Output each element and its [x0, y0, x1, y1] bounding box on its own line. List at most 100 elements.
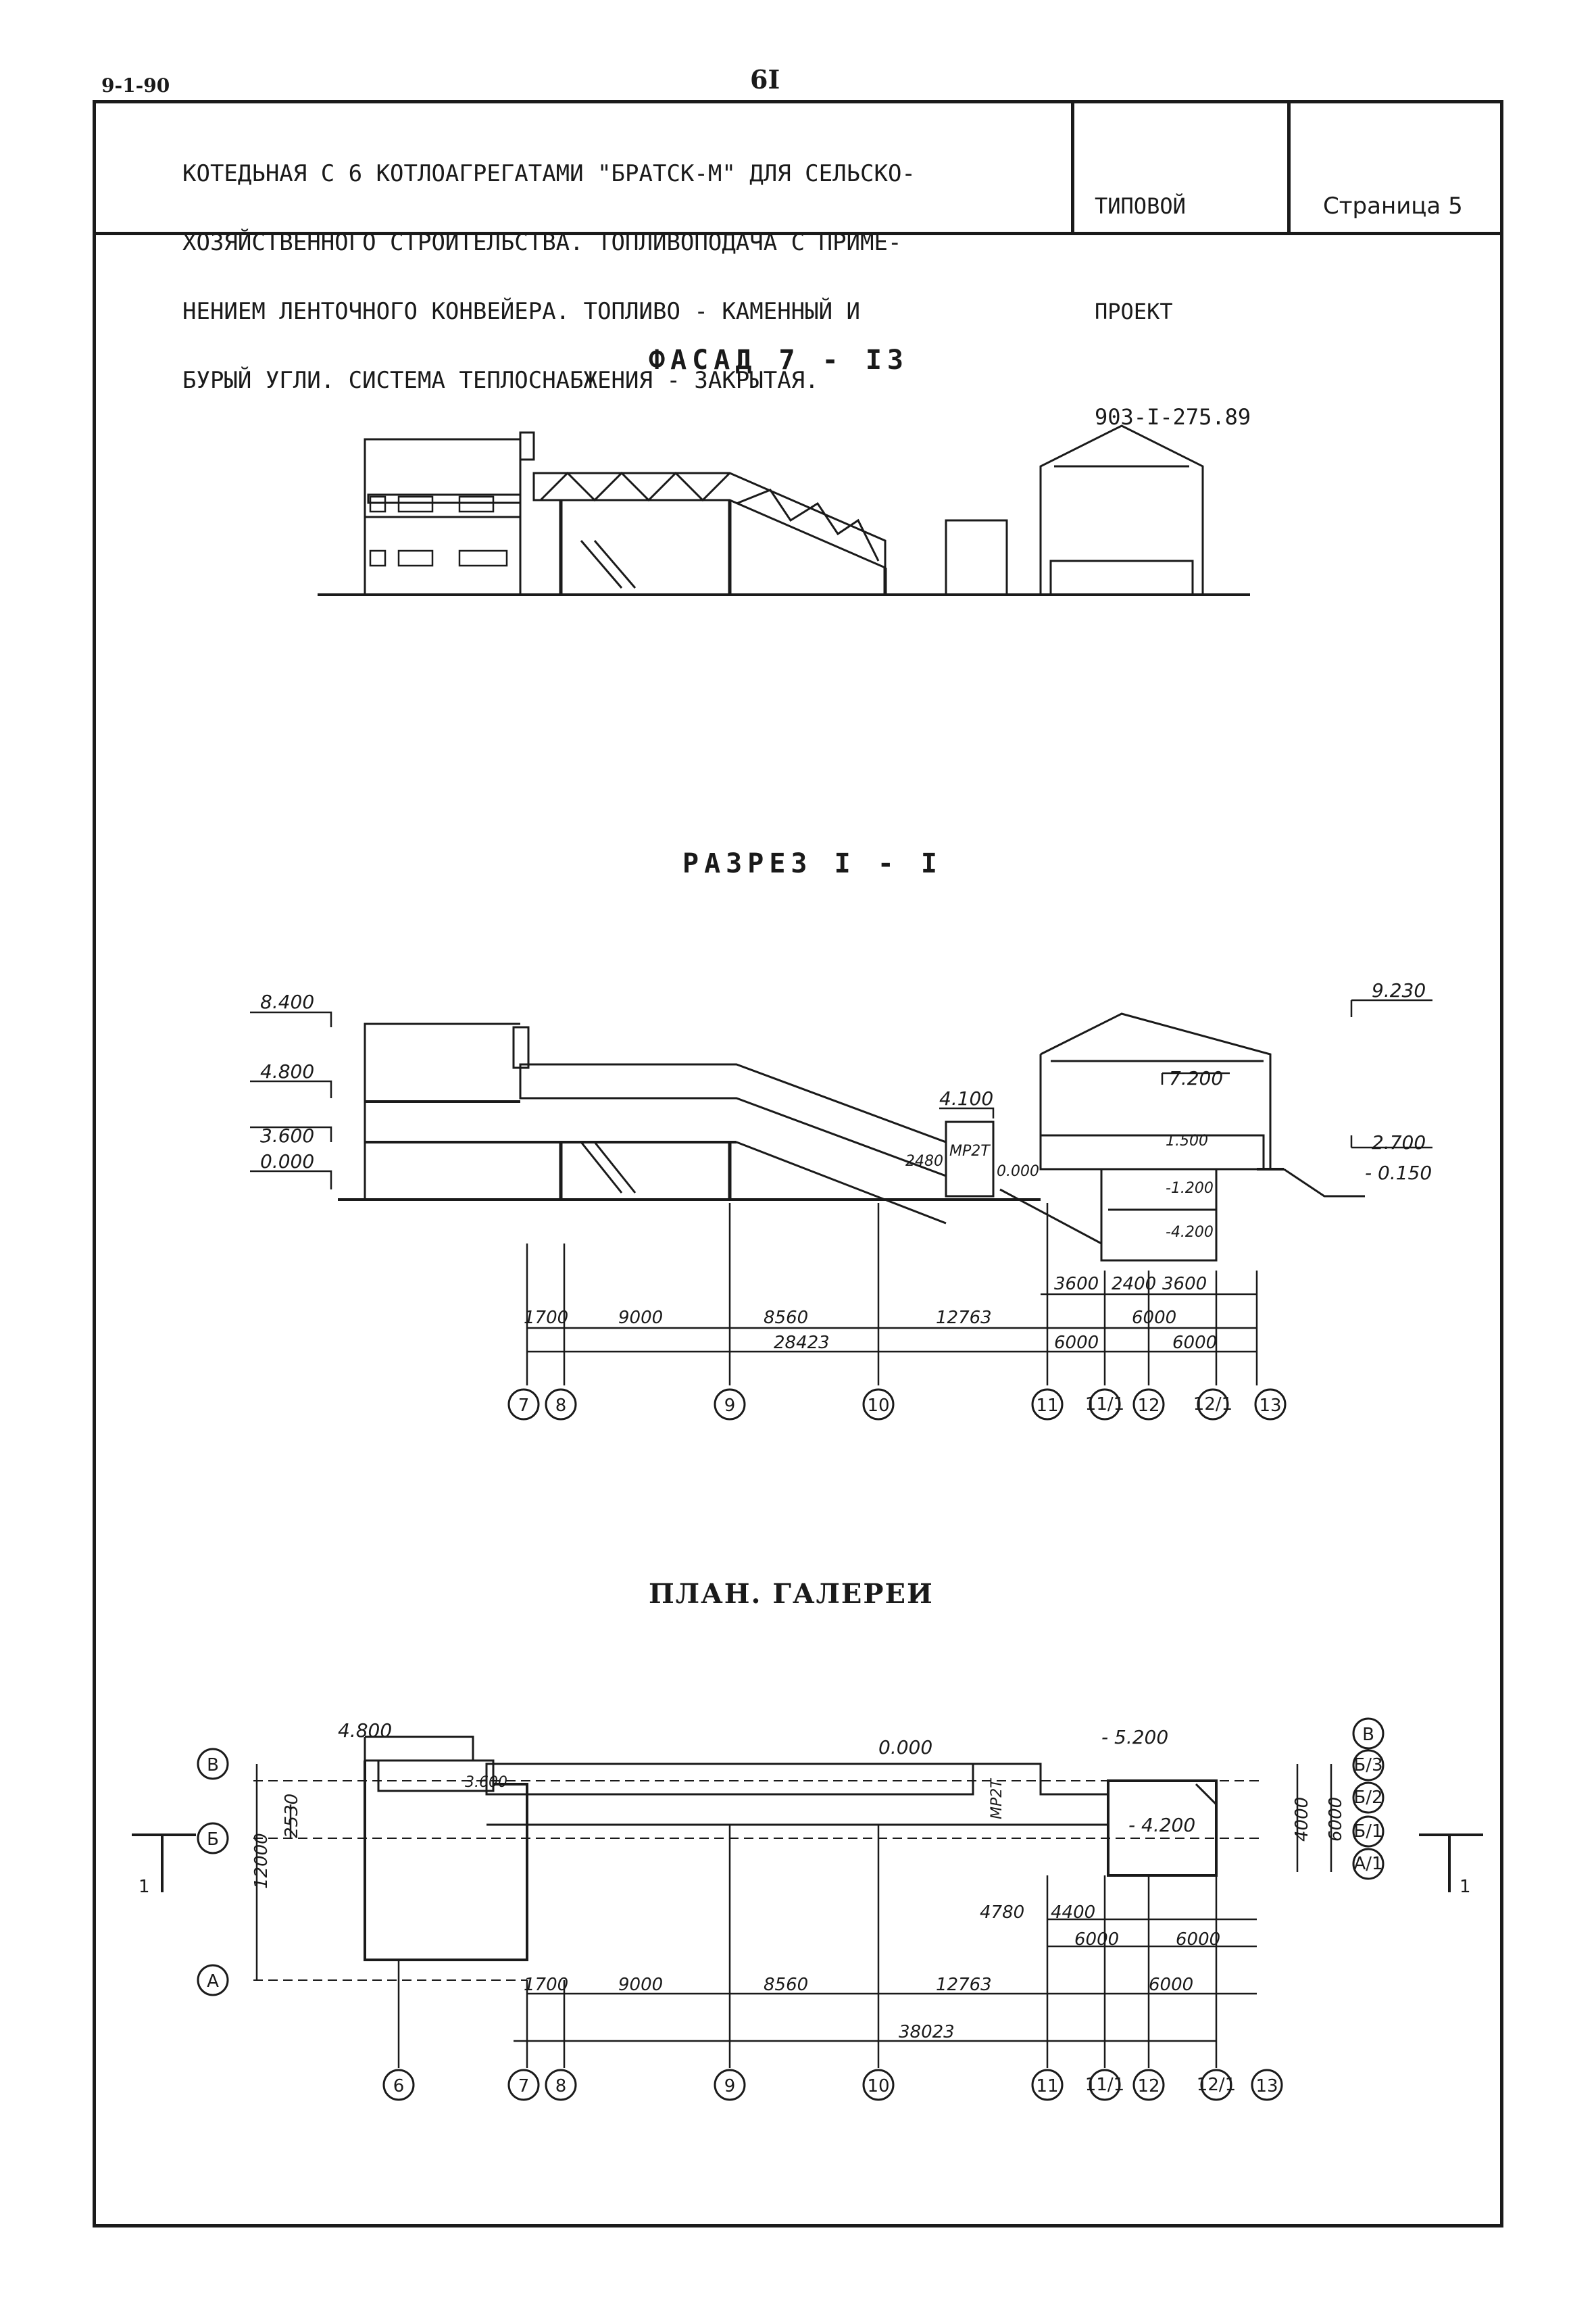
sheet-title-line: НЕНИЕМ ЛЕНТОЧНОГО КОНВЕЙЕРА. ТОПЛИВО - К… [182, 298, 861, 325]
right-building-base [1049, 560, 1194, 596]
sheet-title-line: ХОЗЯЙСТВЕННОГО СТРОИТЕЛЬСТВА. ТОПЛИВОПОД… [182, 229, 902, 256]
dimension: 1700 [524, 1975, 568, 1995]
project-kind: ПРОЕКТ [1095, 299, 1173, 324]
platform [1039, 1134, 1265, 1171]
dimension: 4400 [1051, 1902, 1095, 1923]
plan-row-axes [197, 1717, 1385, 1996]
dimension: 12763 [936, 1975, 992, 1995]
dimension: 6000 [1172, 1333, 1217, 1353]
axis-label: 8 [555, 2076, 567, 2096]
parapet [519, 431, 535, 461]
axis-label: 10 [867, 1396, 889, 1416]
dimension: 6000 [1176, 1929, 1220, 1950]
axis-label: 7 [518, 2076, 530, 2096]
right-building-section [1040, 1012, 1272, 1169]
facade-view [318, 424, 1250, 596]
drawing-frame [93, 100, 1503, 2227]
cornice [367, 493, 522, 504]
facade-title: ФАСАД 7 - I3 [649, 345, 909, 376]
sheet-code: 9-1-90 [101, 74, 170, 97]
dimension: 12000 [251, 1833, 272, 1889]
dimension: 8560 [764, 1308, 808, 1328]
page-number: 6I [750, 64, 780, 95]
axis-label: 11/1 [1085, 1394, 1124, 1414]
level-mark: 9.230 [1372, 979, 1426, 1002]
row-label: Б/2 [1353, 1788, 1382, 1808]
level-mark: 3.600 [465, 1774, 507, 1791]
transfer-unit [945, 1121, 995, 1198]
level-mark: 4.800 [260, 1060, 314, 1083]
dimension: 2400 [1112, 1274, 1156, 1294]
level-mark: 4.800 [338, 1719, 392, 1742]
plan-title: ПЛАН. ГАЛЕРЕИ [649, 1578, 934, 1610]
level-mark: 3.600 [260, 1125, 314, 1147]
axis-label: 9 [724, 2076, 736, 2096]
dimension: 3600 [1162, 1274, 1207, 1294]
dimension: 2530 [282, 1794, 302, 1838]
transfer-unit [945, 519, 1008, 596]
title-block-divider [1287, 100, 1291, 235]
plan-room [377, 1759, 495, 1792]
row-label: Б/3 [1353, 1755, 1382, 1775]
axis-label: 10 [867, 2076, 889, 2096]
axis-label: 8 [555, 1396, 567, 1416]
row-label: Б/1 [1353, 1821, 1382, 1842]
dimension: 9000 [618, 1308, 663, 1328]
dimension: 38023 [899, 2022, 955, 2042]
plan-view [132, 1736, 1483, 2068]
facade-windows [369, 495, 508, 567]
section-axes [507, 1388, 1287, 1421]
gallery-truss [532, 472, 887, 570]
dimension: 6000 [1132, 1308, 1176, 1328]
level-mark: 8.400 [260, 991, 314, 1013]
axis-label: 9 [724, 1396, 736, 1416]
axis-label: 6 [393, 2076, 405, 2096]
plan-axes [382, 2069, 1283, 2101]
level-mark: 7.200 [1169, 1067, 1223, 1089]
level-mark: -4.200 [1166, 1224, 1214, 1241]
grid-lines [253, 1780, 1264, 1981]
sheet-title: КОТЕДЬНАЯ С 6 КОТЛОАГРЕГАТАМИ "БРАТСК-М"… [182, 116, 1047, 415]
axis-label: 11 [1036, 1396, 1058, 1416]
axis-label: 11/1 [1085, 2075, 1124, 2095]
sheet-title-line: КОТЕДЬНАЯ С 6 КОТЛОАГРЕГАТАМИ "БРАТСК-М"… [182, 160, 916, 187]
sheet-title-line: БУРЫЙ УГЛИ. СИСТЕМА ТЕПЛОСНАБЖЕНИЯ - ЗАК… [182, 367, 819, 394]
dimension: 6000 [1326, 1797, 1346, 1842]
level-mark: 1.500 [1166, 1133, 1208, 1150]
dimension: 12763 [936, 1308, 992, 1328]
truss-diagonals [539, 471, 731, 502]
level-mark: 0.000 [878, 1736, 932, 1758]
plan-dimensions [255, 1764, 1332, 2068]
dimension: 4780 [980, 1902, 1024, 1923]
row-label: В [1362, 1725, 1374, 1745]
section-cut-label: 1 [139, 1877, 150, 1897]
row-label: А [207, 1971, 219, 1992]
level-mark: - 5.200 [1101, 1726, 1168, 1748]
left-building-plan [364, 1761, 528, 1961]
dimension: 8560 [764, 1975, 808, 1995]
truss-diagonals [736, 489, 880, 562]
project-type: ТИПОВОЙ [1095, 193, 1186, 219]
gallery-section [519, 1063, 947, 1178]
level-mark: - 4.200 [1128, 1814, 1195, 1836]
vent-stack [512, 1026, 530, 1069]
section-cut-label: 1 [1460, 1877, 1471, 1897]
section-title: РАЗРЕЗ I - I [682, 848, 943, 879]
bunker-pit [1100, 1169, 1218, 1262]
level-mark: - 0.150 [1365, 1162, 1432, 1184]
level-marks [250, 999, 1432, 1189]
axis-label: 13 [1259, 1396, 1281, 1416]
dimension: 6000 [1054, 1333, 1099, 1353]
dimension: 28423 [774, 1333, 830, 1353]
dimension: 9000 [618, 1975, 663, 1995]
section-cut-marks [132, 1833, 1483, 1892]
section-dimensions [526, 1203, 1258, 1385]
level-mark: 0.000 [997, 1163, 1039, 1180]
plan-note: МР2Т [989, 1778, 1005, 1819]
section-note: МР2Т [949, 1143, 991, 1160]
row-label: Б [207, 1829, 219, 1850]
section-view [250, 999, 1432, 1385]
axis-label: 12/1 [1193, 1394, 1232, 1414]
gallery-plan [485, 1763, 974, 1796]
